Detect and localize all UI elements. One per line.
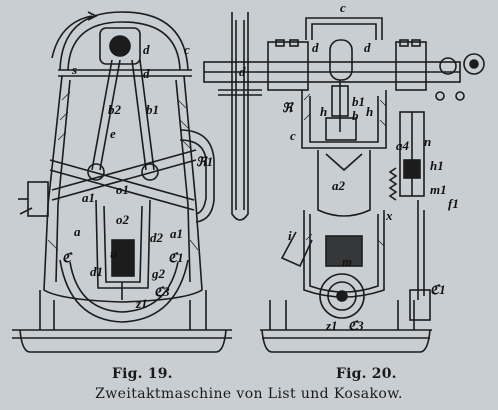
fig20-label: a4 (396, 138, 409, 153)
fig20-label: n (424, 134, 432, 149)
fig19-label: d (143, 66, 150, 81)
fig20-label: h1 (430, 158, 444, 173)
fig19-label: o2 (116, 212, 129, 227)
fig20-label: h (366, 104, 374, 119)
figure-20-drawing (203, 12, 485, 353)
fig20-label: m1 (430, 182, 447, 197)
fig20-label: b (352, 108, 359, 123)
fig19-label: d1 (90, 264, 103, 279)
fig20-label: m (342, 254, 353, 269)
fig20-label: d (312, 40, 319, 55)
fig20-label: h (320, 104, 328, 119)
fig20-label: x (386, 208, 393, 223)
fig20-label: a2 (332, 178, 345, 193)
fig19-label: u (110, 246, 118, 261)
fig20-label: i (288, 228, 292, 243)
fig19-label: d2 (150, 230, 163, 245)
figure-20-caption: Fig. 20. (336, 366, 397, 382)
fig19-label: e (110, 126, 116, 141)
fig20-label: f1 (448, 196, 459, 211)
fig20-label: ℜ (282, 100, 293, 115)
engineering-drawing-plate (12, 11, 485, 353)
fig19-label: b1 (146, 102, 159, 117)
fig20-label: z1 (326, 318, 338, 333)
fig19-label: z1 (136, 296, 148, 311)
fig19-label: ℭ3 (154, 284, 170, 299)
fig20-label: d (364, 40, 371, 55)
fig19-label: b2 (108, 102, 121, 117)
figure-19-caption: Fig. 19. (112, 366, 173, 382)
figure-19-drawing (12, 11, 232, 353)
fig19-label: ℭ (62, 250, 72, 265)
fig20-label: b1 (352, 94, 365, 109)
fig19-label: s (72, 62, 78, 77)
fig20-label: ℭ1 (430, 282, 446, 297)
fig19-label: o1 (116, 182, 129, 197)
fig19-label: c (184, 42, 190, 57)
fig20-label: ℭ3 (348, 318, 364, 333)
fig19-label: a1 (82, 190, 95, 205)
fig19-label: a (74, 224, 81, 239)
fig20-label: c (340, 0, 346, 15)
plate-title: Zweitaktmaschine von List und Kosakow. (95, 386, 403, 402)
fig19-label: g2 (152, 266, 165, 281)
fig19-label: ℭ1 (168, 250, 184, 265)
fig19-label: d (143, 42, 150, 57)
fig20-label: c (290, 128, 296, 143)
fig19-label: ℜ1 (196, 154, 214, 169)
fig20-label: d (239, 64, 246, 79)
fig19-label: a1 (170, 226, 183, 241)
